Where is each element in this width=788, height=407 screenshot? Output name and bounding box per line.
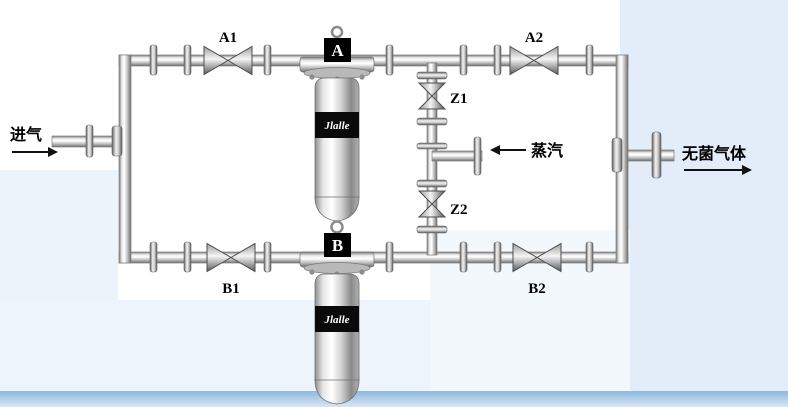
- valve-a1-left-cone: [203, 45, 229, 76]
- inlet-flange: [85, 124, 94, 158]
- valve-z2-top-cone: [417, 190, 447, 205]
- valve-b2-label: B2: [528, 281, 546, 297]
- flange: [149, 44, 158, 76]
- valve-z2: [417, 190, 447, 218]
- inlet-tee-flange: [111, 125, 123, 157]
- inlet-arrow: [12, 147, 58, 157]
- bolt: [309, 269, 315, 275]
- bg-bottomleft-tint: [0, 300, 430, 400]
- valve-z2-label: Z2: [450, 202, 468, 218]
- valve-a2-left-cone: [509, 45, 535, 76]
- filter-a-brand-text: Jlalle: [323, 120, 349, 132]
- filter-b-lifting-ring: [330, 220, 344, 234]
- outlet-flange: [651, 131, 662, 179]
- valve-a1-right-cone: [227, 45, 253, 76]
- valve-z1: [417, 82, 447, 110]
- filter-a-letter-box: [324, 38, 351, 62]
- top-pipe-flanges: [149, 44, 594, 76]
- valve-b2-right-cone: [536, 242, 562, 273]
- filter-a-lifting-ring: [330, 25, 344, 39]
- steam-flange: [416, 117, 448, 126]
- valve-z1-bottom-cone: [417, 95, 447, 110]
- flow-annotations: 进气 蒸汽 无菌气体: [10, 125, 752, 175]
- bolt: [359, 269, 365, 275]
- filter-a-label-band: [315, 112, 359, 138]
- filter-b-bottom-dome: [314, 379, 360, 405]
- filter-b-letter-box: [324, 233, 351, 257]
- inlet-pipe: [51, 135, 120, 148]
- valve-b1-label: B1: [222, 281, 240, 297]
- flange: [459, 44, 468, 76]
- valve-a2-right-cone: [533, 45, 559, 76]
- flange: [585, 44, 594, 76]
- outlet-arrow: [684, 165, 752, 175]
- valves: [203, 45, 562, 273]
- filter-b-brand-text: Jlalle: [323, 314, 349, 326]
- valve-a2-label: A2: [525, 30, 543, 46]
- steam-line-flanges: [416, 71, 482, 234]
- filter-housing-b: Jlalle B: [299, 220, 375, 405]
- flange: [493, 44, 502, 76]
- filter-b-label-band: [315, 306, 359, 332]
- flange: [149, 241, 158, 273]
- flange: [459, 241, 468, 273]
- bg-right-tint: [620, 0, 788, 400]
- steam-inlet-flange: [473, 136, 482, 176]
- filter-a-bottom-dome: [314, 196, 360, 222]
- filter-housing-a: Jlalle A: [299, 25, 375, 222]
- bolt: [309, 74, 315, 80]
- flange: [183, 241, 192, 273]
- outlet-pipe: [627, 149, 675, 162]
- flange: [183, 44, 192, 76]
- flange: [385, 44, 394, 76]
- steam-label: 蒸汽: [531, 141, 563, 160]
- steam-flange: [416, 179, 448, 188]
- valve-labels: A1 A2 B1 B2 Z1 Z2: [219, 30, 546, 297]
- steam-flange: [416, 71, 448, 80]
- steam-branch-pipe: [431, 150, 483, 162]
- valve-z2-bottom-cone: [417, 203, 447, 218]
- steam-arrowhead-icon: [490, 145, 500, 155]
- filter-b-letter: B: [332, 236, 343, 255]
- bolt: [359, 74, 365, 80]
- valve-z1-top-cone: [417, 82, 447, 97]
- valve-b2: [512, 242, 562, 273]
- flange: [263, 44, 272, 76]
- flange: [385, 241, 394, 273]
- flange: [585, 241, 594, 273]
- flange: [493, 241, 502, 273]
- steam-arrow: [490, 145, 526, 155]
- flange: [263, 241, 272, 273]
- bottom-pipe-flanges: [149, 241, 594, 273]
- valve-b2-left-cone: [512, 242, 538, 273]
- inlet-arrowhead-icon: [48, 147, 58, 157]
- steam-flange: [416, 225, 448, 234]
- io-flanges: [85, 124, 662, 179]
- steam-tee-flange: [416, 142, 448, 150]
- outlet-tee-flange: [611, 137, 623, 173]
- valve-a1-label: A1: [219, 30, 237, 46]
- outlet-arrowhead-icon: [742, 165, 752, 175]
- bg-bottom-strip: [0, 391, 788, 407]
- left-riser-pipe: [118, 54, 132, 264]
- valve-b1-right-cone: [230, 242, 256, 273]
- valve-z1-label: Z1: [450, 91, 468, 107]
- filter-a-letter: A: [331, 41, 344, 60]
- valve-b1: [206, 242, 256, 273]
- inlet-label: 进气: [10, 125, 42, 144]
- valve-b1-left-cone: [206, 242, 232, 273]
- valve-a1: [203, 45, 253, 76]
- valve-a2: [509, 45, 559, 76]
- outlet-label: 无菌气体: [681, 144, 747, 163]
